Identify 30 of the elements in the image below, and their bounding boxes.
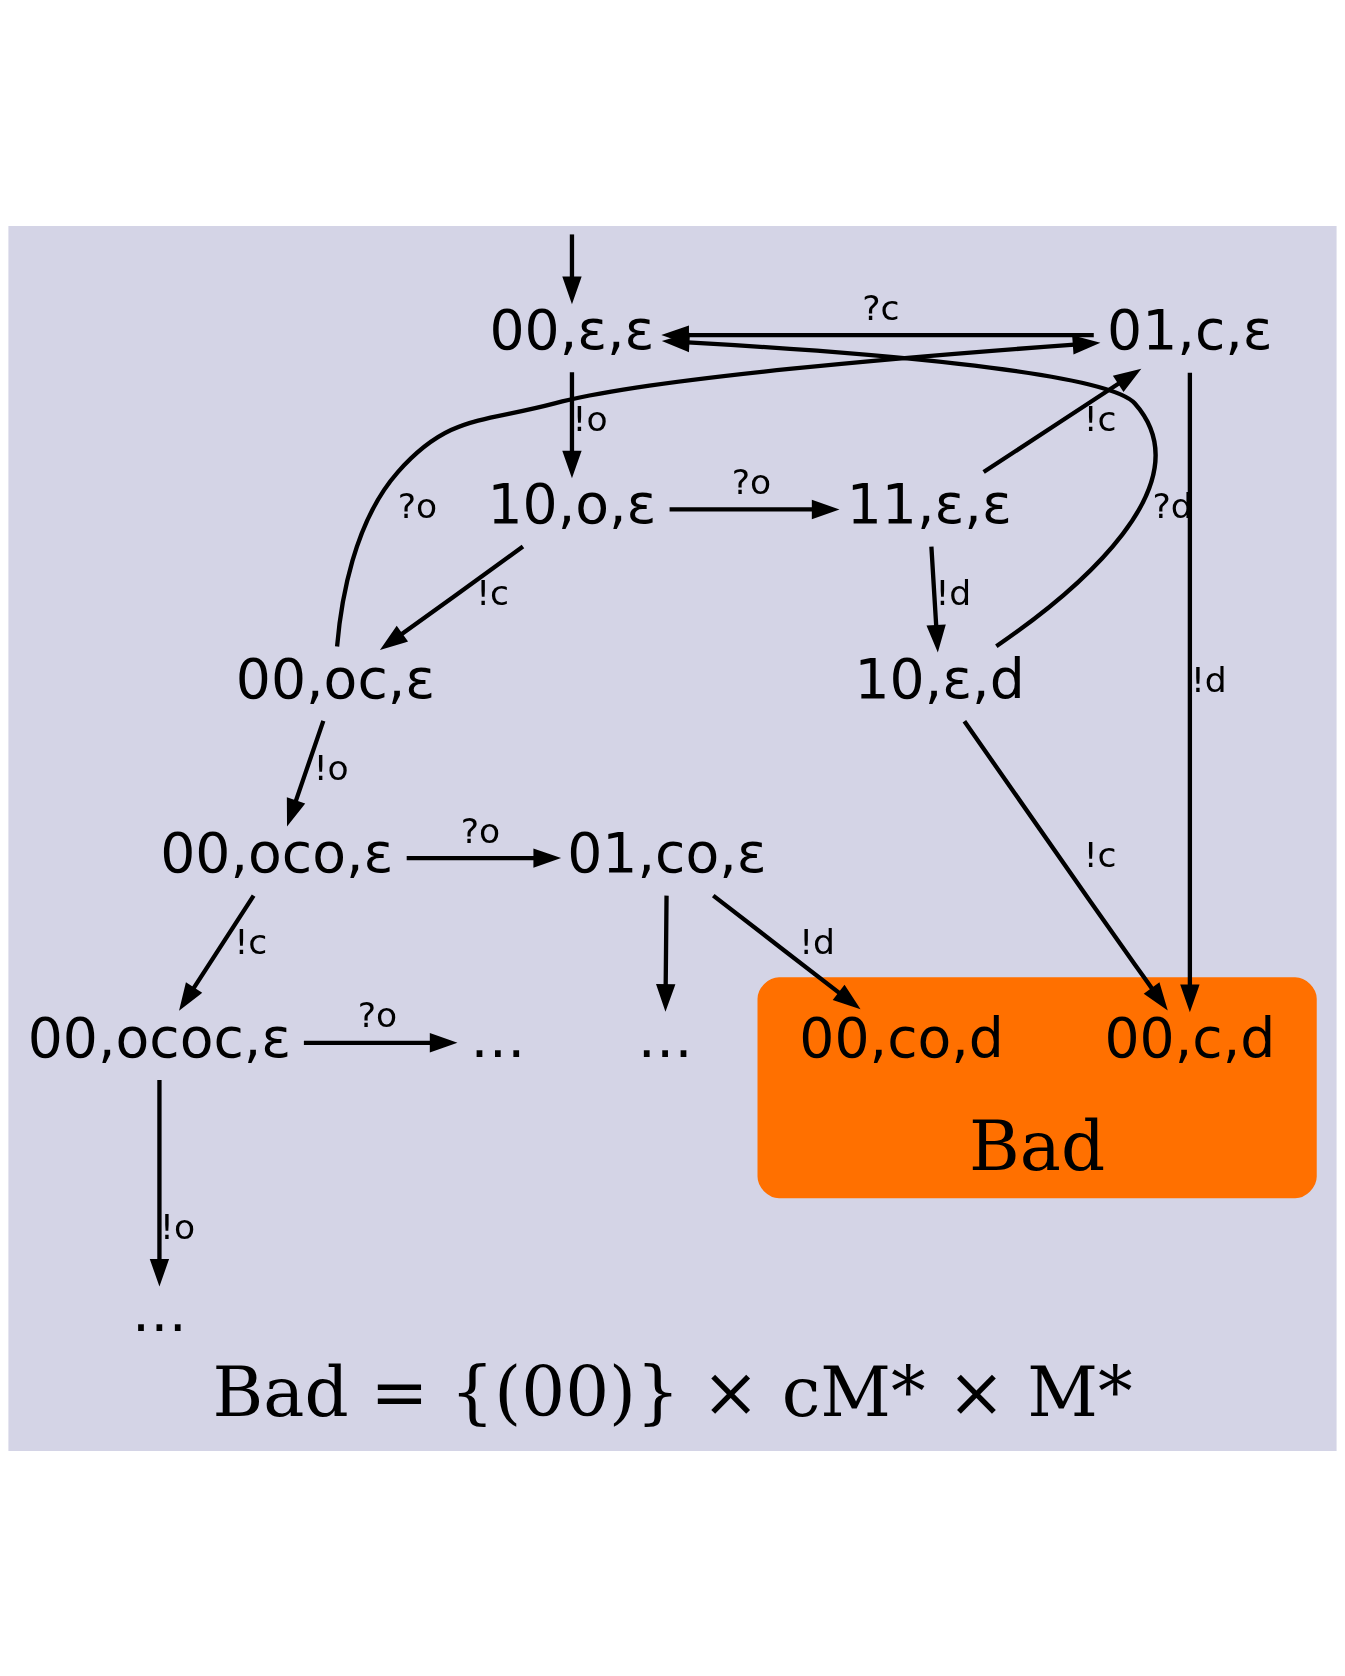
node-text: 01,c,ε (1107, 297, 1273, 362)
edge-label: !o (160, 1206, 196, 1247)
edge-label: !c (234, 921, 268, 962)
edge-label: !c (476, 572, 509, 613)
node-text: … (470, 1005, 526, 1070)
node-text: … (131, 1279, 188, 1344)
caption: Bad = {(00)} × cM* × M* (212, 1351, 1133, 1432)
edge-label: !d (935, 572, 972, 613)
node-text: 11,ε,ε (846, 471, 1012, 536)
edge-label: !d (1190, 659, 1227, 700)
edge-label: ?c (862, 287, 900, 328)
edge-label: !c (1083, 398, 1117, 439)
node-text: 00,oco,ε (160, 820, 394, 885)
edge-label: !d (799, 921, 835, 962)
node-text: 01,co,ε (567, 820, 767, 885)
node-text: 00,ε,ε (489, 297, 655, 362)
node-text: 00,co,d (799, 1005, 1004, 1070)
edge-label: ?o (397, 485, 438, 526)
node-text: 00,ococ,ε (27, 1005, 292, 1070)
node-text: 10,o,ε (487, 471, 657, 536)
edge-label: ?o (357, 994, 398, 1035)
edge-label: ?o (460, 810, 501, 851)
node-text: 00,oc,ε (235, 646, 436, 711)
edge-label: !o (572, 398, 608, 439)
node-text: … (637, 1005, 693, 1070)
edge-label: ?o (731, 461, 772, 502)
edge-label: !c (1083, 834, 1117, 875)
node-text: 10,ε,d (854, 646, 1025, 711)
edge-label: !o (313, 747, 349, 788)
node-text: 00,c,d (1104, 1005, 1276, 1070)
